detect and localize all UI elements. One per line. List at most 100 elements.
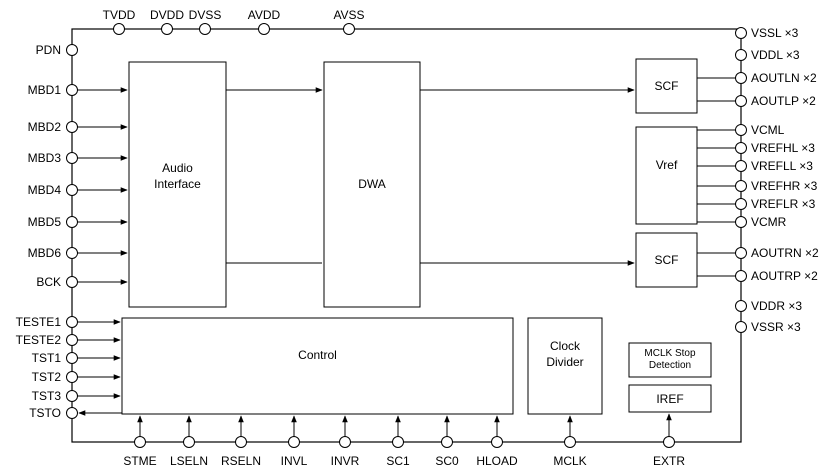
pin-avss: AVSS bbox=[333, 8, 365, 35]
pin-pad bbox=[735, 142, 747, 154]
pin-label: PDN bbox=[36, 43, 61, 57]
pin-pad bbox=[735, 270, 747, 282]
pin-pad bbox=[735, 247, 747, 259]
pin-pdn: PDN bbox=[36, 43, 78, 57]
top-pins: TVDD DVDD DVSS AVDD AVSS bbox=[103, 8, 365, 35]
pin-pad bbox=[183, 436, 195, 448]
iref-label: IREF bbox=[656, 392, 683, 406]
pin-mbd2: MBD2 bbox=[28, 120, 128, 134]
pin-label: RSELN bbox=[221, 454, 261, 468]
iref-block: IREF bbox=[628, 384, 712, 413]
pin-aoutlp-2: AOUTLP ×2 bbox=[697, 94, 816, 108]
pin-pad bbox=[66, 152, 78, 164]
pin-pad bbox=[66, 407, 78, 419]
pin-label: TSTO bbox=[29, 406, 61, 420]
dwa-label: DWA bbox=[358, 177, 386, 191]
pin-label: AOUTRP ×2 bbox=[751, 269, 818, 283]
pin-label: VSSL ×3 bbox=[751, 26, 799, 40]
pin-label: MBD4 bbox=[28, 183, 62, 197]
pin-vreflr-3: VREFLR ×3 bbox=[697, 197, 816, 211]
pin-label: MBD2 bbox=[28, 120, 62, 134]
audio-interface-block: Audio Interface bbox=[128, 61, 227, 308]
pin-label: VREFHL ×3 bbox=[751, 141, 815, 155]
pin-label: SC1 bbox=[386, 454, 410, 468]
pin-label: VREFLR ×3 bbox=[751, 197, 816, 211]
pin-extr: EXTR bbox=[653, 413, 685, 468]
pin-dvdd: DVDD bbox=[150, 8, 184, 35]
pin-label: AOUTLP ×2 bbox=[751, 94, 816, 108]
pin-pad bbox=[735, 72, 747, 84]
pin-label: VDDR ×3 bbox=[751, 299, 802, 313]
pin-pad bbox=[735, 49, 747, 61]
pin-hload: HLOAD bbox=[476, 415, 518, 468]
pin-pad bbox=[66, 121, 78, 133]
pin-pad bbox=[564, 436, 576, 448]
internal-wires bbox=[226, 87, 635, 266]
pin-mbd1: MBD1 bbox=[28, 83, 128, 97]
pin-pad bbox=[66, 184, 78, 196]
pin-lseln: LSELN bbox=[170, 415, 208, 468]
pin-label: TST1 bbox=[32, 351, 62, 365]
pin-pad bbox=[343, 23, 355, 35]
pin-label: VREFLL ×3 bbox=[751, 159, 813, 173]
pin-tst1: TST1 bbox=[32, 351, 121, 365]
pin-dvss: DVSS bbox=[189, 8, 222, 35]
pin-mbd4: MBD4 bbox=[28, 183, 128, 197]
pin-stme: STME bbox=[123, 415, 157, 468]
pin-pad bbox=[199, 23, 211, 35]
mclk-stop-label-line2: Detection bbox=[649, 360, 691, 371]
pin-vssr-3: VSSR ×3 bbox=[735, 320, 801, 334]
pin-vddr-3: VDDR ×3 bbox=[735, 299, 802, 313]
pin-pad bbox=[66, 276, 78, 288]
pin-label: TST3 bbox=[32, 389, 62, 403]
pin-pad bbox=[735, 198, 747, 210]
pin-label: VREFHR ×3 bbox=[751, 179, 818, 193]
pin-label: MBD1 bbox=[28, 83, 62, 97]
pin-mclk: MCLK bbox=[553, 415, 587, 468]
pin-pad bbox=[113, 23, 125, 35]
pin-label: MBD3 bbox=[28, 151, 62, 165]
audio-interface-label-line2: Interface bbox=[154, 177, 201, 191]
clock-divider-label-line1: Clock bbox=[550, 339, 581, 353]
pin-label: AOUTRN ×2 bbox=[751, 246, 819, 260]
pin-pad bbox=[392, 436, 404, 448]
scf-bottom-block: SCF bbox=[635, 232, 698, 288]
pin-label: INVL bbox=[281, 454, 308, 468]
pin-label: MBD6 bbox=[28, 246, 62, 260]
pin-label: EXTR bbox=[653, 454, 685, 468]
pin-pad bbox=[735, 180, 747, 192]
pin-label: DVSS bbox=[189, 8, 222, 22]
pin-label: AVDD bbox=[248, 8, 281, 22]
vref-label: Vref bbox=[656, 158, 678, 172]
pin-label: STME bbox=[123, 454, 156, 468]
pin-mbd3: MBD3 bbox=[28, 151, 128, 165]
pin-pad bbox=[161, 23, 173, 35]
pin-pad bbox=[66, 44, 78, 56]
pin-pad bbox=[735, 300, 747, 312]
pin-rseln: RSELN bbox=[221, 415, 261, 468]
pin-label: AVSS bbox=[333, 8, 364, 22]
scf-bottom-label: SCF bbox=[655, 253, 679, 267]
pin-label: AOUTLN ×2 bbox=[751, 71, 817, 85]
pin-pad bbox=[66, 334, 78, 346]
pin-tvdd: TVDD bbox=[103, 8, 136, 35]
mclk-stop-detection-block: MCLK Stop Detection bbox=[628, 342, 712, 378]
pin-teste2: TESTE2 bbox=[16, 333, 121, 347]
pin-tsto: TSTO bbox=[29, 406, 122, 420]
pin-pad bbox=[491, 436, 503, 448]
pin-pad bbox=[235, 436, 247, 448]
pin-pad bbox=[735, 95, 747, 107]
pin-mbd6: MBD6 bbox=[28, 246, 128, 260]
pin-pad bbox=[66, 352, 78, 364]
pin-label: LSELN bbox=[170, 454, 208, 468]
pin-label: BCK bbox=[36, 275, 61, 289]
pin-tst2: TST2 bbox=[32, 370, 121, 384]
pin-pad bbox=[66, 390, 78, 402]
pin-pad bbox=[735, 216, 747, 228]
pin-pad bbox=[735, 160, 747, 172]
pin-vssl-3: VSSL ×3 bbox=[735, 26, 799, 40]
pin-pad bbox=[66, 316, 78, 328]
pin-vrefhr-3: VREFHR ×3 bbox=[697, 179, 818, 193]
